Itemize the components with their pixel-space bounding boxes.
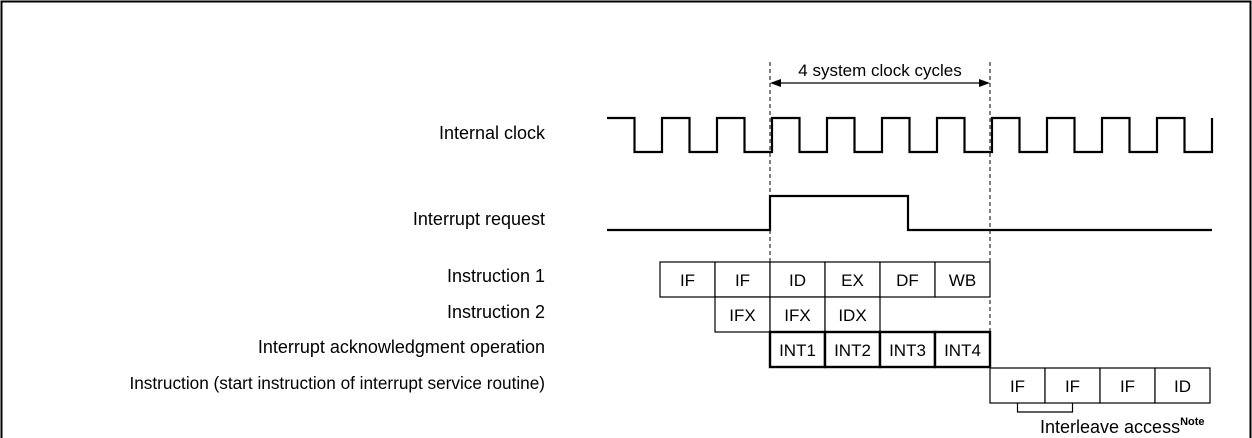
row-instruction-1: IF IF ID EX DF WB [659,261,991,298]
dashed-guides [769,62,991,368]
stage-cell [1099,367,1156,404]
stage-cell [989,367,1046,404]
interleave-label: Interleave accessNote [1040,416,1205,437]
interleave-text: Interleave access [1040,417,1180,437]
clock-trace [607,116,1214,154]
stage-label: IDX [838,306,866,325]
stage-label: IF [1010,377,1025,396]
row-interrupt-ack: INT1 INT2 INT3 INT4 [768,330,992,369]
stage-label: WB [949,271,976,290]
stage-cell [1154,367,1211,404]
stage-label: IF [680,271,695,290]
interleave-bracket [1016,403,1074,413]
stage-label: INT4 [944,341,981,360]
label-service-instruction: Instruction (start instruction of interr… [129,373,545,393]
stage-cell [933,330,992,369]
label-internal-clock: Internal clock [438,123,545,143]
stage-label: ID [1174,377,1191,396]
cycle-span-label: 4 system clock cycles [798,61,961,80]
cycle-span-annotation: 4 system clock cycles [770,61,990,87]
stage-cell [769,296,826,333]
stage-label: EX [841,271,864,290]
stage-cell [659,261,716,298]
label-interrupt-request: Interrupt request [412,209,545,229]
span-arrowhead-right [979,79,990,87]
stage-cell [768,330,827,369]
label-interrupt-ack: Interrupt acknowledgment operation [257,337,545,357]
stage-label: IF [1065,377,1080,396]
stage-label: INT2 [834,341,871,360]
stage-label: INT3 [889,341,926,360]
stage-label: IFX [784,306,810,325]
span-arrowhead-left [770,79,781,87]
interleave-annotation: Interleave accessNote [1016,403,1205,437]
internal-clock-waveform [607,116,1214,154]
stage-cell [879,261,936,298]
stage-label: IF [735,271,750,290]
label-instruction-1: Instruction 1 [446,266,545,286]
stage-label: IFX [729,306,755,325]
stage-label: ID [789,271,806,290]
stage-label: DF [896,271,919,290]
row-service-instruction: IF IF IF ID [989,367,1211,404]
stage-label: INT1 [779,341,816,360]
stage-cell [824,296,881,333]
note-superscript: Note [1180,416,1204,428]
interrupt-request-waveform [607,194,1212,232]
row-instruction-2: IFX IFX IDX [714,296,881,333]
label-instruction-2: Instruction 2 [446,302,545,322]
stage-label: IF [1120,377,1135,396]
stage-cell [934,261,991,298]
interrupt-trace [607,194,1212,232]
stage-cell [714,296,771,333]
